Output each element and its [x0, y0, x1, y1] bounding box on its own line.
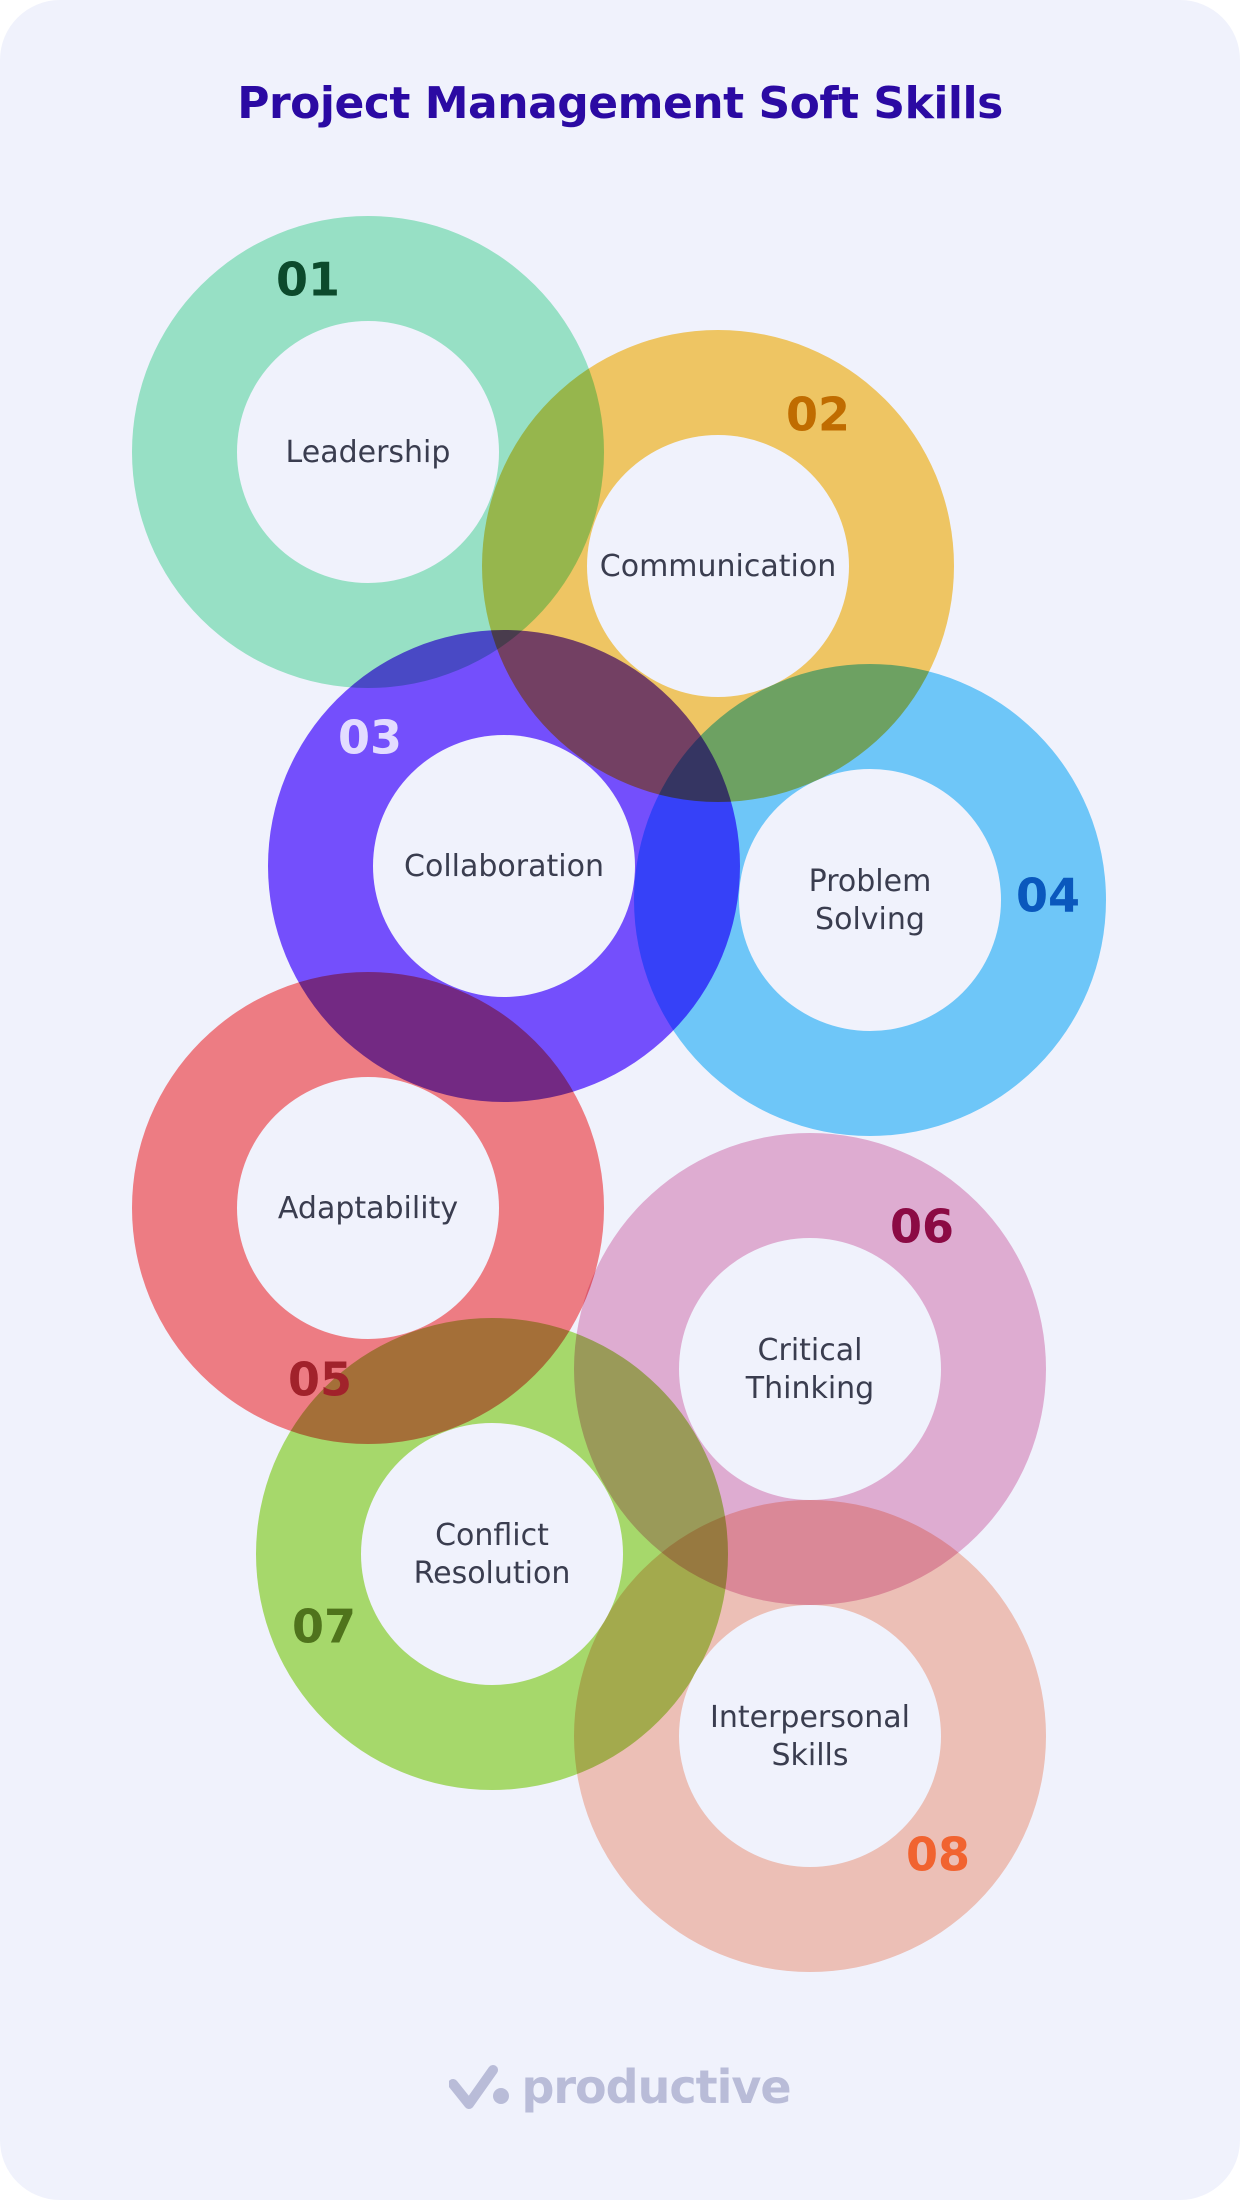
- skill-label-01: Leadership: [286, 435, 451, 470]
- skill-label-line: Solving: [815, 902, 925, 937]
- skill-label-line: Resolution: [414, 1556, 571, 1591]
- skill-ring-center-04: [739, 769, 1001, 1031]
- skill-label-line: Adaptability: [278, 1191, 458, 1226]
- skill-ring-center-06: [679, 1238, 941, 1500]
- skill-label-05: Adaptability: [278, 1191, 458, 1226]
- centers-layer: [237, 321, 1001, 1867]
- logo-text: productive: [521, 2060, 791, 2114]
- skill-label-line: Problem: [809, 864, 932, 899]
- skill-label-line: Collaboration: [404, 849, 604, 884]
- skill-label-03: Collaboration: [404, 849, 604, 884]
- skill-number-05: 05: [288, 1353, 352, 1407]
- skill-label-line: Leadership: [286, 435, 451, 470]
- productive-logo: productive: [0, 2060, 1240, 2114]
- skill-number-06: 06: [890, 1200, 954, 1254]
- skill-ring-center-07: [361, 1423, 623, 1685]
- skill-ring-center-08: [679, 1605, 941, 1867]
- skill-ring-center-03: [373, 735, 635, 997]
- productive-check-icon: [449, 2065, 510, 2109]
- skill-number-08: 08: [906, 1828, 970, 1882]
- skill-label-line: Skills: [771, 1738, 848, 1773]
- skill-number-02: 02: [786, 388, 850, 442]
- skill-number-03: 03: [338, 711, 402, 765]
- skill-label-line: Critical: [758, 1333, 863, 1368]
- skill-label-line: Interpersonal: [710, 1700, 910, 1735]
- skill-label-line: Conflict: [435, 1518, 549, 1553]
- skill-number-04: 04: [1016, 869, 1080, 923]
- skill-number-01: 01: [276, 253, 340, 307]
- page-title: Project Management Soft Skills: [237, 78, 1003, 129]
- skill-ring-center-01: [237, 321, 499, 583]
- skill-label-line: Thinking: [745, 1371, 874, 1406]
- skill-ring-center-05: [237, 1077, 499, 1339]
- skill-label-02: Communication: [600, 549, 836, 584]
- skill-number-07: 07: [292, 1600, 356, 1654]
- skill-label-line: Communication: [600, 549, 836, 584]
- skill-ring-center-02: [587, 435, 849, 697]
